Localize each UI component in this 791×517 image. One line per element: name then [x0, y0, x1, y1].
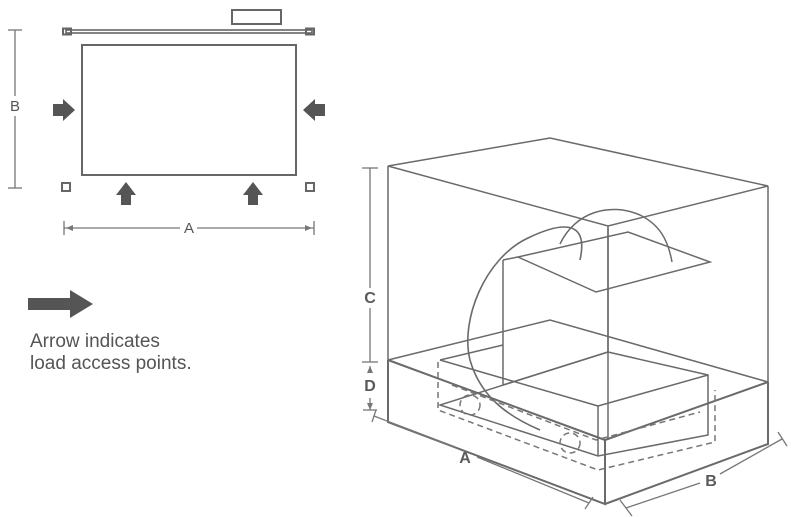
top-dim-b-label: B: [10, 98, 20, 115]
hidden-frame: [437, 362, 716, 471]
cage-top: [387, 137, 769, 227]
top-dim-a: [63, 221, 315, 235]
base-front-right-face: [604, 382, 769, 505]
top-dim-b: [8, 29, 22, 189]
top-rail: [65, 29, 313, 34]
iso-view: [387, 137, 769, 506]
legend-line-1: Arrow indicates: [30, 331, 160, 352]
iso-dim-a: [371, 409, 594, 510]
iso-dim-d-label: D: [364, 378, 376, 395]
gantry-ring-back: [559, 208, 673, 263]
iso-dim-b-label: B: [705, 473, 717, 490]
rail-end-right: [305, 27, 315, 36]
base-front-left-face: [387, 360, 606, 506]
arrow-right-side: [303, 99, 325, 121]
plan-rectangle: [81, 44, 297, 176]
iso-dim-b: [619, 431, 788, 517]
column: [502, 228, 609, 387]
foot-left: [61, 182, 71, 192]
top-dim-a-label: A: [184, 220, 194, 237]
top-view: [61, 9, 315, 192]
arrow-left-side: [53, 99, 75, 121]
iso-dim-a-label: A: [459, 450, 471, 467]
legend-line-2: load access points.: [30, 353, 192, 374]
rail-end-left: [62, 27, 72, 36]
iso-dim-d: [363, 366, 377, 411]
arrow-bottom-left: [116, 182, 136, 205]
platform-top: [515, 231, 713, 293]
gantry-ring: [467, 226, 583, 431]
base-back-edges: [387, 319, 769, 383]
bed-block: [437, 344, 709, 457]
hidden-wheel-right: [559, 432, 581, 454]
foot-right: [305, 182, 315, 192]
iso-dim-c-label: C: [364, 290, 376, 307]
iso-dim-c: [362, 167, 378, 363]
hidden-wheel-left: [459, 394, 481, 416]
legend-caption: Arrow indicates load access points.: [30, 331, 192, 375]
top-view-arrows: [53, 99, 325, 205]
legend-arrow-icon: [28, 290, 93, 318]
arrow-bottom-right: [243, 182, 263, 205]
top-tab: [231, 9, 282, 25]
